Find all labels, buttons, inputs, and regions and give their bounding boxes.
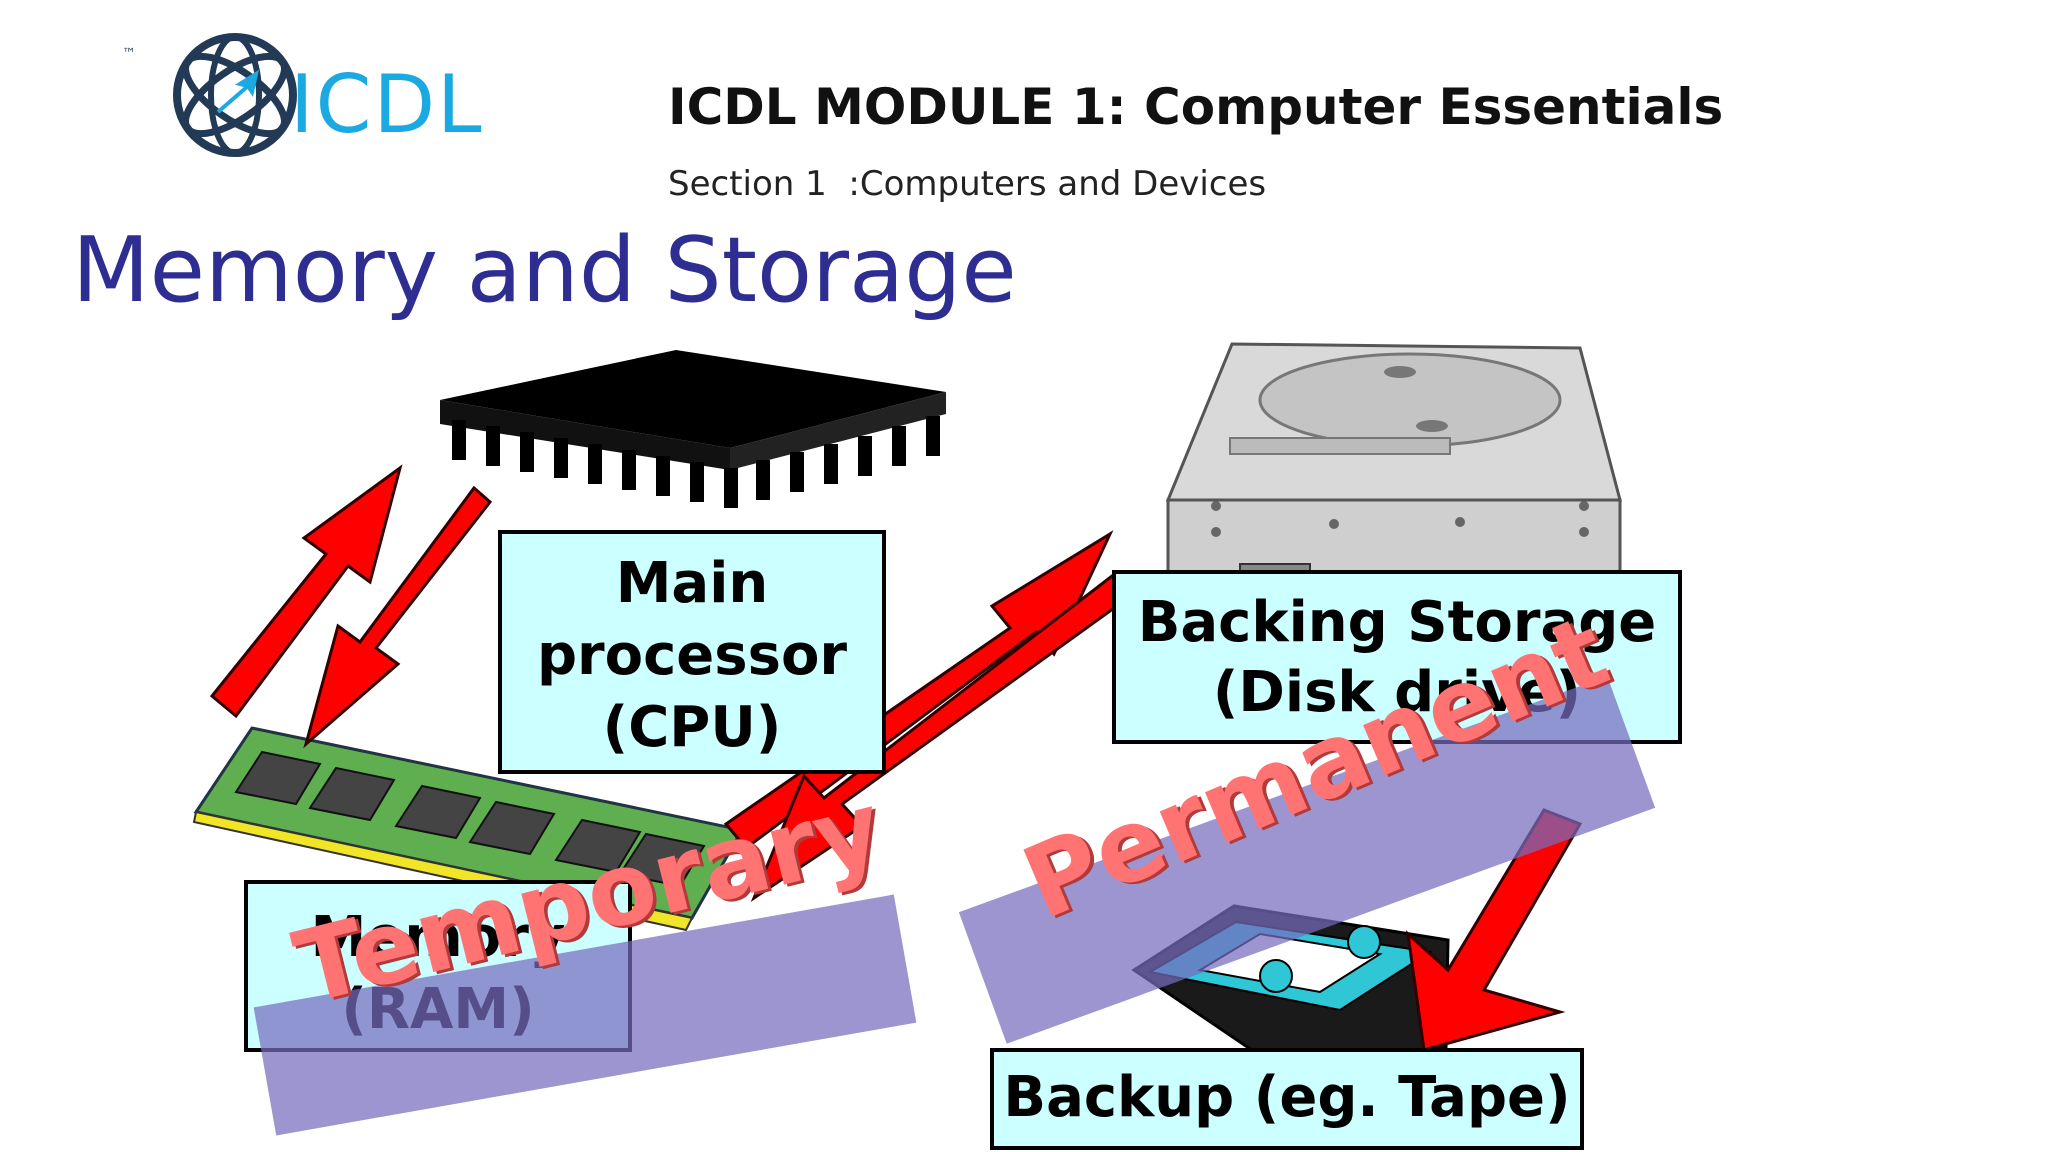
page-title: Memory and Storage xyxy=(72,218,1017,323)
cpu-label-line-2: processor xyxy=(536,623,848,688)
hard-disk-icon xyxy=(1165,342,1622,589)
section-subtitle: Section 1 :Computers and Devices xyxy=(668,164,1267,204)
icdl-logo xyxy=(120,30,480,160)
cpu-label-line-1: Main xyxy=(615,551,769,616)
arrow-ram-to-cpu xyxy=(209,464,403,719)
trademark-mark: ™ xyxy=(122,46,136,62)
arrow-disk-to-tape xyxy=(1405,808,1583,1052)
globe-icon xyxy=(173,33,297,157)
cpu-box: Main processor (CPU) xyxy=(498,530,886,774)
backing-label-line-1: Backing Storage xyxy=(1137,590,1657,655)
arrow-disk-to-ram xyxy=(750,573,1131,902)
cpu-chip-icon xyxy=(440,350,946,508)
arrow-cpu-to-ram xyxy=(303,485,493,749)
cpu-label-line-3: (CPU) xyxy=(602,695,782,760)
backing-storage-box: Backing Storage (Disk drive) xyxy=(1112,570,1682,744)
module-title: ICDL MODULE 1: Computer Essentials xyxy=(668,78,1724,136)
backup-box: Backup (eg. Tape) xyxy=(990,1048,1584,1150)
logo-text: ICDL xyxy=(290,58,484,151)
